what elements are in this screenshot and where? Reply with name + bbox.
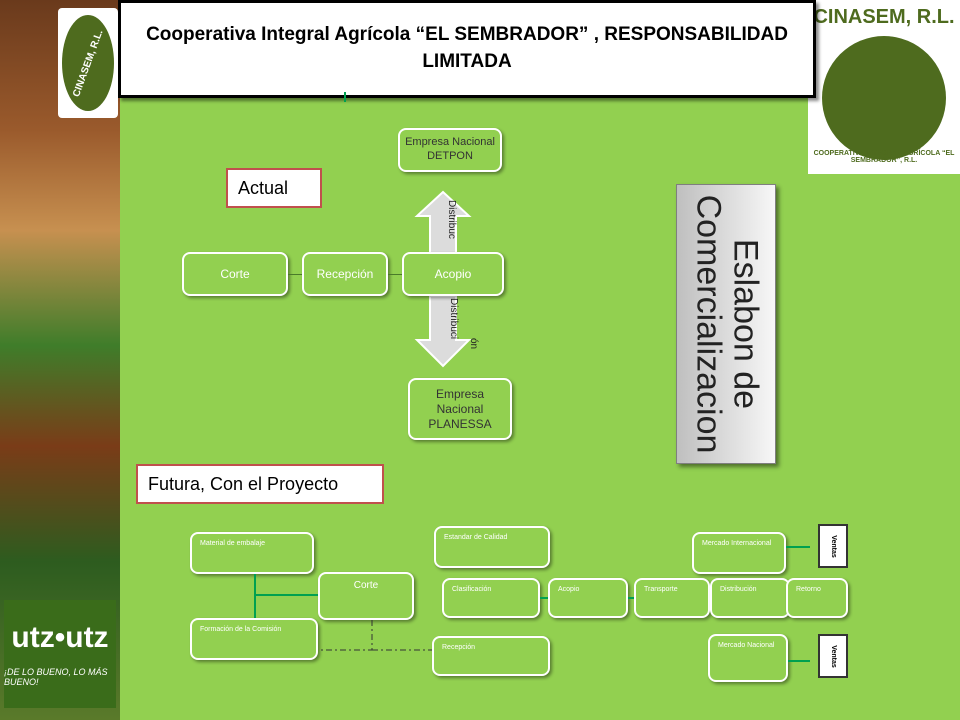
- node-corte-future: Corte: [318, 572, 414, 620]
- arrow-up: [414, 190, 472, 257]
- right-logo-caption: COOPERATIVA INTEGRAL AGRÍCOLA “EL SEMBRA…: [813, 150, 955, 164]
- connector-clasificacion-acopio: [540, 597, 548, 599]
- connector-material-formacion: [254, 574, 256, 618]
- connector-recepcion-acopio: [388, 274, 402, 275]
- arrow-bottom-label-1: Distribuci: [448, 298, 459, 340]
- node-empresa-planessa: Empresa Nacional PLANESSA: [408, 378, 512, 440]
- right-logo-text: CINASEM, R.L.: [813, 6, 955, 28]
- node-mercado-nacional: Mercado Nacional: [708, 634, 788, 682]
- node-recepcion-future: Recepción: [432, 636, 550, 676]
- left-logo-text: CINASEM, R.L.: [70, 27, 106, 99]
- connector-acopio-transporte: [628, 597, 634, 599]
- utz-logo-box: utz•utz ¡DE LO BUENO, LO MÁS BUENO!: [4, 600, 116, 708]
- utz-logo: utz•utz: [11, 621, 109, 654]
- header-connector: [344, 92, 346, 102]
- left-cinasem-logo: CINASEM, R.L.: [58, 8, 118, 118]
- utz-slogan: ¡DE LO BUENO, LO MÁS BUENO!: [4, 667, 108, 687]
- node-estandar-calidad: Estandar de Calidad: [434, 526, 550, 568]
- node-distribucion: Distribución: [710, 578, 790, 618]
- node-formacion-comision: Formación de la Comisión: [190, 618, 318, 660]
- side-title-line2: Comercializacion: [689, 194, 727, 454]
- arrow-top-label: Distribuc: [446, 200, 457, 239]
- label-actual: Actual: [226, 168, 322, 208]
- side-title: Eslabon de Comercializacion: [689, 184, 764, 464]
- node-acopio: Acopio: [402, 252, 504, 296]
- tag-ventas-bottom: Ventas: [818, 634, 848, 678]
- side-title-box: Eslabon de Comercializacion: [676, 184, 776, 464]
- connector-corte-recepcion: [288, 274, 302, 275]
- right-cinasem-logo: CINASEM, R.L. COOPERATIVA INTEGRAL AGRÍC…: [808, 0, 960, 174]
- connector-mercado-int: [786, 546, 810, 548]
- right-logo-emblem: [822, 36, 946, 160]
- node-acopio-future: Acopio: [548, 578, 628, 618]
- side-title-line1: Eslabon de: [726, 238, 765, 410]
- left-logo-emblem: CINASEM, R.L.: [62, 15, 114, 111]
- dashed-connector-recepcion: [318, 620, 436, 651]
- node-corte: Corte: [182, 252, 288, 296]
- node-transporte: Transporte: [634, 578, 710, 618]
- arrow-down: [414, 295, 472, 368]
- tag-ventas-top: Ventas: [818, 524, 848, 568]
- arrow-bottom-label-2: ón: [468, 338, 479, 350]
- tag-ventas-bottom-label: Ventas: [829, 644, 837, 668]
- node-material-embalaje: Material de embalaje: [190, 532, 314, 574]
- tag-ventas-top-label: Ventas: [829, 534, 837, 558]
- page-title: Cooperativa Integral Agrícola “EL SEMBRA…: [118, 0, 816, 98]
- node-retorno: Retorno: [786, 578, 848, 618]
- node-empresa-detpon: Empresa Nacional DETPON: [398, 128, 502, 172]
- node-mercado-internacional: Mercado Internacional: [692, 532, 786, 574]
- connector-to-corte: [254, 594, 318, 596]
- node-clasificacion: Clasificación: [442, 578, 540, 618]
- label-futura: Futura, Con el Proyecto: [136, 464, 384, 504]
- connector-mercado-nac: [788, 660, 810, 662]
- node-recepcion: Recepción: [302, 252, 388, 296]
